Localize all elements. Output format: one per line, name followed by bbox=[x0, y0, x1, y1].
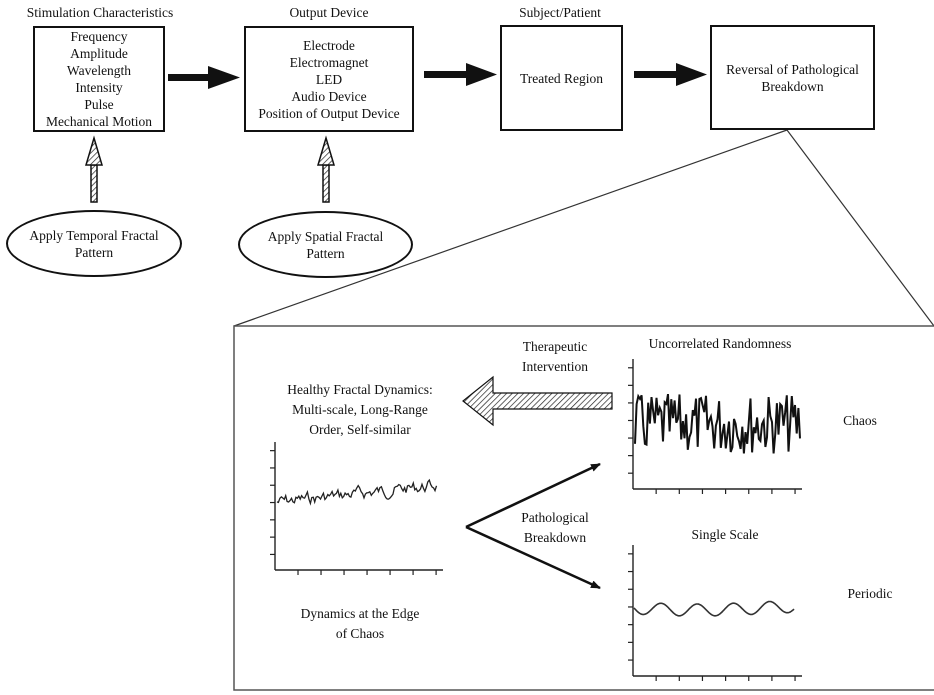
healthy-fractal-label: Healthy Fractal Dynamics: Multi-scale, L… bbox=[270, 380, 450, 440]
therapeutic-arrow bbox=[462, 375, 613, 427]
stimulation-box: Frequency Amplitude Wavelength Intensity… bbox=[33, 26, 165, 132]
edge-of-chaos-label: Dynamics at the Edge of Chaos bbox=[280, 604, 440, 644]
temporal-up-arrow bbox=[84, 135, 104, 203]
therapeutic-line: Therapeutic bbox=[522, 339, 588, 354]
flow-arrow-2 bbox=[424, 63, 497, 86]
zoom-line-left bbox=[233, 129, 788, 327]
stimulation-item: Pulse bbox=[84, 97, 114, 112]
pathological-arrow-down bbox=[465, 525, 601, 590]
spatial-fractal-oval: Apply Spatial Fractal Pattern bbox=[238, 211, 413, 278]
stimulation-item: Frequency bbox=[70, 29, 128, 44]
output-device-item: Electromagnet bbox=[289, 54, 369, 70]
pathological-line: Breakdown bbox=[523, 530, 587, 545]
pathological-breakdown-label: Pathological Breakdown bbox=[505, 508, 605, 548]
reversal-label-line: Breakdown bbox=[761, 78, 824, 94]
spatial-fractal-label: Apply Spatial Fractal bbox=[267, 228, 384, 244]
single-scale-title: Single Scale bbox=[691, 527, 759, 542]
therapeutic-line: Intervention bbox=[522, 359, 588, 374]
periodic-label: Periodic bbox=[847, 586, 893, 601]
zoom-line-right bbox=[786, 129, 934, 327]
output-device-box: Electrode Electromagnet LED Audio Device… bbox=[244, 26, 414, 132]
chaos-label: Chaos bbox=[843, 413, 877, 428]
reversal-box: Reversal of Pathological Breakdown bbox=[710, 25, 875, 130]
reversal-label-line: Reversal of Pathological bbox=[726, 61, 859, 77]
spatial-fractal-label: Pattern bbox=[306, 245, 345, 261]
healthy-line: Order, Self-similar bbox=[309, 422, 411, 437]
stimulation-heading: Stimulation Characteristics bbox=[26, 5, 174, 20]
output-device-item: LED bbox=[315, 71, 343, 87]
healthy-line: Healthy Fractal Dynamics: bbox=[287, 382, 433, 397]
stimulation-item: Amplitude bbox=[70, 46, 128, 61]
subject-heading: Subject/Patient bbox=[519, 5, 601, 20]
output-device-heading: Output Device bbox=[289, 5, 369, 20]
output-device-item: Position of Output Device bbox=[258, 105, 400, 121]
edge-of-chaos-chart bbox=[270, 442, 443, 575]
output-device-item: Electrode bbox=[303, 37, 355, 53]
spatial-up-arrow bbox=[316, 135, 336, 203]
flow-arrow-3 bbox=[634, 63, 707, 86]
stimulation-item: Mechanical Motion bbox=[45, 114, 153, 129]
stimulation-item: Wavelength bbox=[66, 63, 132, 78]
edge-of-chaos-line: of Chaos bbox=[335, 626, 385, 641]
stimulation-item: Intensity bbox=[75, 80, 123, 95]
uncorrelated-randomness-title: Uncorrelated Randomness bbox=[648, 336, 792, 351]
output-device-item: Audio Device bbox=[291, 88, 367, 104]
temporal-fractal-label: Apply Temporal Fractal bbox=[29, 227, 159, 243]
edge-of-chaos-signal bbox=[276, 478, 438, 506]
uncorrelated-randomness-signal bbox=[634, 393, 801, 454]
temporal-fractal-label: Pattern bbox=[74, 244, 114, 260]
pathological-arrow-up bbox=[465, 462, 601, 529]
flow-arrow-1 bbox=[168, 66, 240, 89]
therapeutic-intervention-label: Therapeutic Intervention bbox=[500, 337, 610, 377]
pathological-line: Pathological bbox=[521, 510, 589, 525]
healthy-line: Multi-scale, Long-Range bbox=[292, 402, 428, 417]
detail-panel bbox=[233, 325, 934, 691]
treated-region-label: Treated Region bbox=[519, 70, 604, 86]
periodic-signal bbox=[633, 600, 795, 617]
uncorrelated-randomness-chart bbox=[628, 359, 802, 494]
temporal-fractal-oval: Apply Temporal Fractal Pattern bbox=[6, 210, 182, 277]
edge-of-chaos-line: Dynamics at the Edge bbox=[300, 606, 420, 621]
single-scale-chart bbox=[628, 545, 802, 681]
treated-region-box: Treated Region bbox=[500, 25, 623, 131]
